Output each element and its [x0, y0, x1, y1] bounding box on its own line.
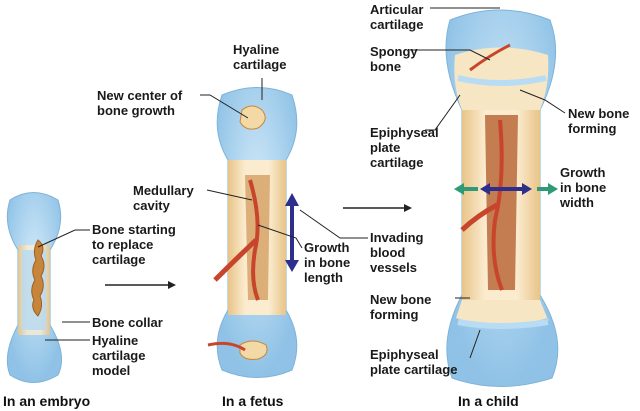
- child-bone: [445, 9, 559, 387]
- leader-lines: [37, 7, 566, 359]
- label-epiphyseal-bottom: Epiphyseal plate cartilage: [370, 347, 458, 377]
- caption-child: In a child: [458, 393, 519, 409]
- label-new-bone-right: New bone forming: [568, 106, 630, 136]
- growth-width-arrows: [454, 183, 558, 195]
- label-spongy-bone: Spongy bone: [370, 44, 418, 74]
- label-bone-collar: Bone collar: [92, 315, 163, 330]
- label-epiphyseal-top: Epiphyseal plate cartilage: [370, 125, 439, 170]
- progression-arrow-1: [105, 281, 176, 289]
- label-bone-starting: Bone starting to replace cartilage: [92, 222, 176, 267]
- label-invading-vessels: Invading blood vessels: [370, 230, 424, 275]
- label-new-bone-lower: New bone forming: [370, 292, 432, 322]
- caption-embryo: In an embryo: [3, 393, 91, 409]
- label-growth-length: Growth in bone length: [304, 240, 351, 285]
- fetus-bone: [207, 87, 298, 378]
- label-hyaline-cartilage: Hyaline cartilage: [233, 42, 287, 72]
- embryo-bone: [6, 192, 63, 383]
- progression-arrow-2: [343, 204, 412, 212]
- label-hyaline-model: Hyaline cartilage model: [92, 333, 146, 378]
- caption-fetus: In a fetus: [222, 393, 284, 409]
- label-new-center: New center of bone growth: [97, 88, 183, 118]
- label-growth-width: Growth in bone width: [560, 165, 607, 210]
- growth-length-arrow: [285, 193, 299, 272]
- label-articular-cartilage: Articular cartilage: [370, 2, 424, 32]
- label-medullary-cavity: Medullary cavity: [133, 183, 194, 213]
